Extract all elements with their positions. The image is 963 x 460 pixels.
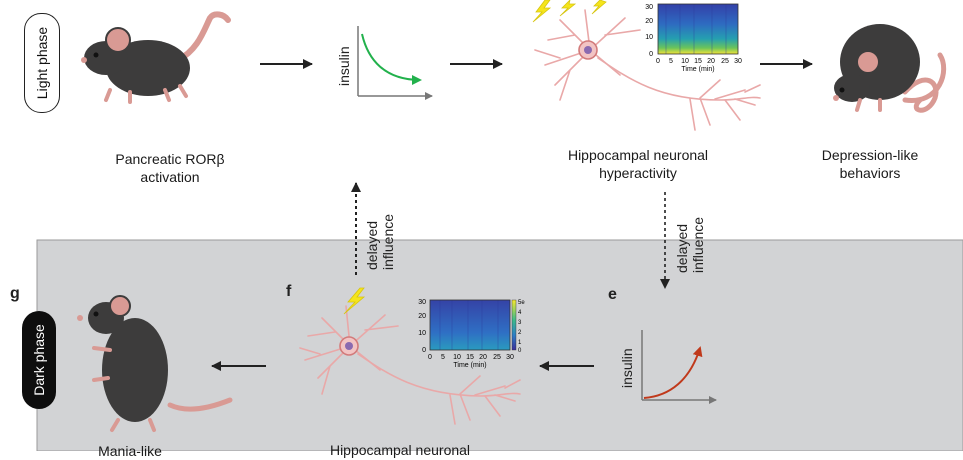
caption-line: Depression-like <box>821 147 919 163</box>
spec-top-ytick: 10 <box>645 34 653 41</box>
spec-bot-xtick: 20 <box>479 354 487 361</box>
light-phase-label: Light phase <box>34 26 50 100</box>
spec-bot-xtick: 15 <box>466 354 474 361</box>
spec-bot-ytick: 0 <box>422 347 426 354</box>
spectrogram-icon <box>429 299 517 351</box>
insulin-curve-icon <box>357 26 433 100</box>
spec-top-xtick: 30 <box>734 58 742 65</box>
caption-line: hyperactivity <box>599 165 677 181</box>
insulin-curve-icon <box>641 330 717 404</box>
delayed-influence-label-right: delayed influence <box>674 217 706 273</box>
spec-bot-xtick: 0 <box>428 354 432 361</box>
caption-line: activation <box>140 169 200 185</box>
spec-top-ytick: 30 <box>645 4 653 11</box>
influence-word: influence <box>690 216 706 273</box>
dark-phase-pill: Dark phase <box>22 311 56 409</box>
colorbar-tick: 3 <box>518 320 522 326</box>
spec-top-xlabel: Time (min) <box>681 66 714 73</box>
spec-top-xtick: 20 <box>707 58 715 65</box>
caption-line: Hippocampal neuronal <box>567 147 709 163</box>
colorbar-tick: 5e <box>518 300 525 306</box>
spectrogram-icon <box>657 3 739 55</box>
spec-top-xtick: 5 <box>669 58 673 65</box>
spec-top-xtick: 10 <box>681 58 689 65</box>
insulin-axis-label-top: insulin <box>336 46 352 86</box>
delayed-word: delayed <box>674 223 690 273</box>
spec-top-ytick: 0 <box>649 51 653 58</box>
delayed-word: delayed <box>364 220 380 270</box>
colorbar-tick: 2 <box>518 330 522 336</box>
panel-letter-f: f <box>286 283 292 300</box>
insulin-axis-label-bottom: insulin <box>619 348 635 388</box>
caption-line: behaviors <box>839 165 901 181</box>
caption-mania: Mania-like <box>98 443 162 459</box>
spec-bot-xtick: 5 <box>441 354 445 361</box>
lightning-icon <box>343 287 366 315</box>
light-phase-pill: Light phase <box>24 13 60 113</box>
caption-pancreatic: Pancreatic RORβ activation <box>70 150 270 186</box>
spec-bot-xtick: 30 <box>506 354 514 361</box>
spec-bot-ytick: 10 <box>418 330 426 337</box>
spec-bot-xtick: 25 <box>493 354 501 361</box>
spec-bot-xtick: 10 <box>453 354 461 361</box>
influence-word: influence <box>380 213 396 270</box>
spec-bot-ytick: 30 <box>418 299 426 306</box>
mouse-icon <box>77 295 233 432</box>
spec-top-xtick: 25 <box>721 58 729 65</box>
mouse-icon <box>81 11 231 104</box>
spec-top-xtick: 0 <box>656 58 660 65</box>
neuron-icon <box>299 305 521 425</box>
caption-hippocampal-bottom: Hippocampal neuronal <box>329 442 471 458</box>
neuron-icon <box>534 9 761 131</box>
colorbar-tick: 1 <box>518 340 522 346</box>
spec-bot-xlabel: Time (min) <box>453 362 486 369</box>
dark-phase-label: Dark phase <box>31 324 47 396</box>
panel-letter-e: e <box>608 286 617 303</box>
colorbar <box>511 299 517 351</box>
caption-line: Pancreatic RORβ <box>115 151 225 167</box>
panel-letter-g: g <box>10 285 20 302</box>
colorbar-tick: 0 <box>518 348 522 354</box>
caption-depression: Depression-like behaviors <box>790 146 950 182</box>
lightning-icon <box>532 0 607 23</box>
delayed-influence-label-left: delayed influence <box>364 214 396 270</box>
spec-top-ytick: 20 <box>645 18 653 25</box>
mouse-icon <box>833 24 947 113</box>
spec-top-xtick: 15 <box>694 58 702 65</box>
caption-hippocampal-top: Hippocampal neuronal hyperactivity <box>528 146 748 182</box>
colorbar-tick: 4 <box>518 310 522 316</box>
spec-bot-ytick: 20 <box>418 313 426 320</box>
